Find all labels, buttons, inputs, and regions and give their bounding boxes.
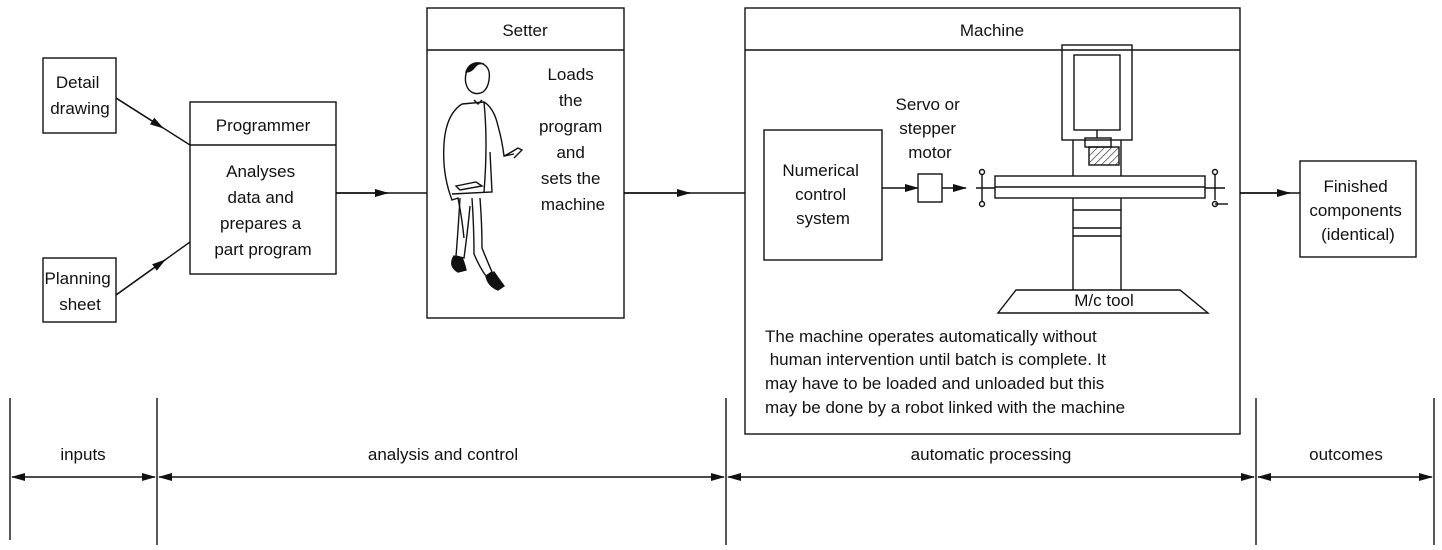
phase-analysis-label: analysis and control	[368, 445, 518, 464]
machine-box	[744, 7, 1241, 435]
programmer-box	[189, 101, 337, 275]
phase-outcomes-label: outcomes	[1309, 445, 1383, 464]
setter-body: Loads the program and sets the machine	[539, 65, 607, 214]
phase-automatic-label: automatic processing	[911, 445, 1072, 464]
motor-label: Servo or stepper motor	[896, 95, 965, 162]
servo-motor-box	[917, 173, 943, 203]
setter-title: Setter	[502, 21, 548, 40]
detail-drawing-box	[42, 57, 117, 134]
setter-person-icon	[442, 62, 524, 291]
detail-drawing-label: Detail drawing	[50, 73, 110, 118]
planning-sheet-box	[42, 257, 117, 323]
nc-system-label: Numerical control system	[782, 161, 863, 228]
setter-box	[426, 7, 625, 319]
machine-title: Machine	[960, 21, 1024, 40]
machine-tool-label: M/c tool	[1074, 291, 1134, 310]
finished-components-label: Finished components (identical)	[1309, 177, 1406, 244]
nc-system-box	[763, 129, 883, 261]
programmer-title: Programmer	[216, 116, 311, 135]
finished-components-box	[1299, 160, 1417, 258]
machine-tool-graphic	[994, 44, 1210, 314]
phase-inputs-label: inputs	[60, 445, 105, 464]
machine-note: The machine operates automatically witho…	[765, 327, 1125, 417]
planning-sheet-label: Planning sheet	[45, 269, 116, 314]
programmer-body: Analyses data and prepares a part progra…	[214, 162, 311, 259]
